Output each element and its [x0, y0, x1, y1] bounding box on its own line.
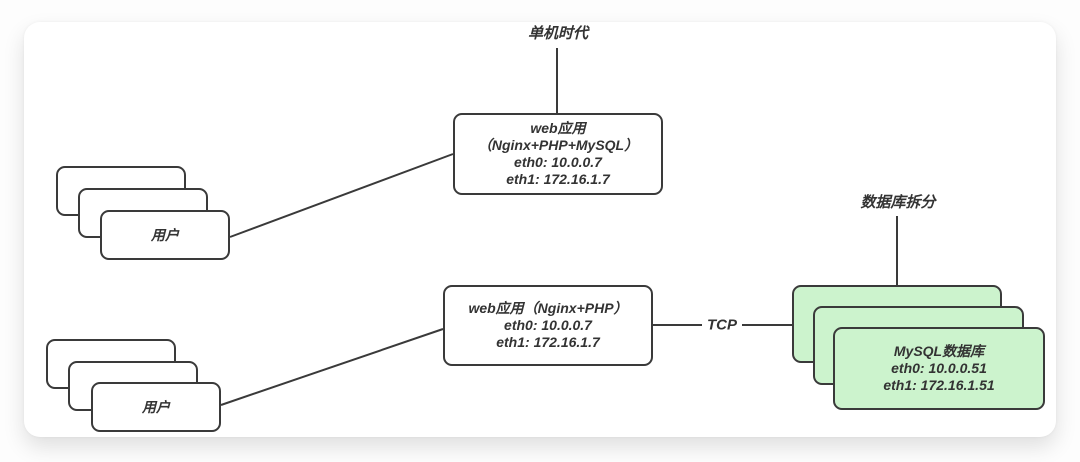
- users1-label: 用户: [151, 226, 179, 243]
- webapp1-line3: eth0: 10.0.0.7: [514, 154, 602, 170]
- era2-title: 数据库拆分: [860, 194, 936, 211]
- mysql-line2: eth0: 10.0.0.51: [891, 360, 987, 376]
- webapp1-line2: （Nginx+PHP+MySQL）: [477, 137, 639, 153]
- mysql-node: MySQL数据库 eth0: 10.0.0.51 eth1: 172.16.1.…: [833, 327, 1045, 410]
- webapp2-line1: web应用（Nginx+PHP）: [468, 300, 628, 316]
- users2-to-webapp2-connector: [220, 328, 444, 406]
- webapp2-node: web应用（Nginx+PHP） eth0: 10.0.0.7 eth1: 17…: [443, 285, 653, 366]
- webapp1-line1: web应用: [530, 120, 586, 136]
- tcp-connection-label: TCP: [702, 316, 742, 334]
- users2-label: 用户: [142, 398, 170, 415]
- webapp2-line3: eth1: 172.16.1.7: [496, 334, 600, 350]
- webapp1-line4: eth1: 172.16.1.7: [506, 171, 610, 187]
- diagram-canvas: 单机时代 数据库拆分 用户 web应用 （Nginx+PHP+MySQL） et…: [24, 22, 1056, 437]
- webapp1-node: web应用 （Nginx+PHP+MySQL） eth0: 10.0.0.7 e…: [453, 113, 663, 195]
- mysql-line3: eth1: 172.16.1.51: [883, 377, 995, 393]
- era1-title: 单机时代: [527, 25, 589, 42]
- users2-node: 用户: [91, 382, 221, 432]
- users1-to-webapp1-connector: [229, 153, 454, 238]
- users1-node: 用户: [100, 210, 230, 260]
- webapp2-line2: eth0: 10.0.0.7: [504, 317, 592, 333]
- connector-lines-layer: [220, 48, 898, 406]
- mysql-line1: MySQL数据库: [893, 343, 985, 359]
